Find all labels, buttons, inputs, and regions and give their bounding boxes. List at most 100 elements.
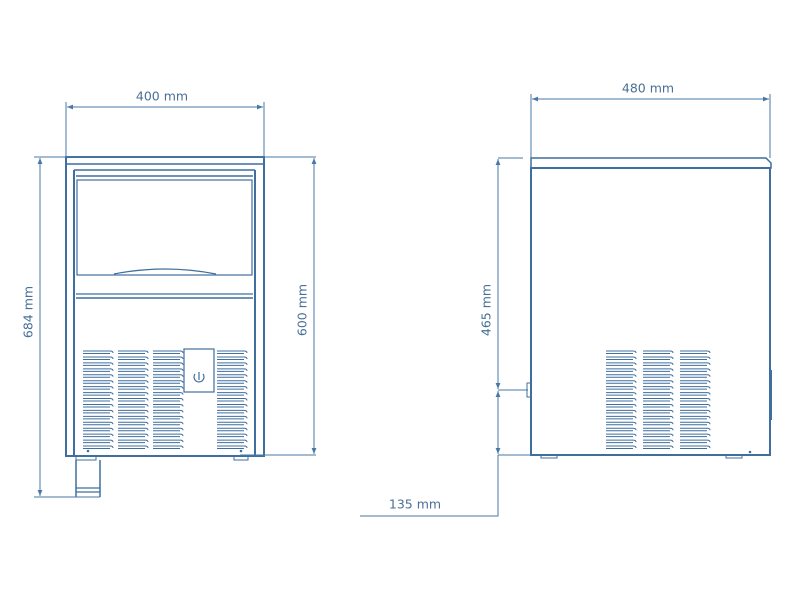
louver-slat [217, 445, 248, 449]
louver-slat [217, 415, 248, 420]
louver-slat [217, 386, 248, 390]
louver-slat [153, 374, 184, 378]
louver-slat [606, 362, 637, 366]
louver-slat [680, 362, 711, 366]
louver-slat [118, 368, 149, 372]
louver-slat [680, 409, 711, 414]
louver-slat [606, 403, 637, 408]
louver-slat [217, 409, 248, 414]
louver-slat [643, 380, 674, 384]
louver-slat [643, 386, 674, 390]
front-total-height-label: 684 mm [20, 285, 36, 339]
louver-slat [83, 427, 114, 432]
louver-slat [606, 427, 637, 432]
louver-slat [680, 350, 711, 354]
louver-slat [83, 403, 114, 408]
louver-slat [153, 392, 184, 396]
louver-slat [153, 398, 184, 402]
louver-column [118, 350, 149, 449]
louver-slat [153, 439, 184, 444]
louver-slat [153, 415, 184, 420]
louver-slat [217, 398, 248, 402]
louver-slat [83, 374, 114, 378]
louver-slat [643, 415, 674, 420]
louver-slat [153, 380, 184, 384]
louver-slat [118, 409, 149, 414]
louver-slat [83, 409, 114, 414]
louver-slat [118, 415, 149, 420]
louver-slat [153, 386, 184, 390]
louver-slat [606, 421, 637, 426]
louver-slat [643, 427, 674, 432]
louver-slat [217, 439, 248, 444]
louver-slat [680, 392, 711, 396]
louver-slat [643, 409, 674, 414]
louver-slat [217, 392, 248, 396]
louver-slat [217, 356, 248, 360]
louver-slat [153, 356, 184, 360]
power-icon [193, 372, 205, 383]
louver-slat [643, 368, 674, 372]
louver-slat [153, 350, 184, 354]
louver-slat [643, 392, 674, 396]
louver-slat [118, 350, 149, 354]
louver-slat [153, 368, 184, 372]
side-depth-label: 480 mm [621, 80, 675, 96]
louver-slat [643, 421, 674, 426]
louver-slat [118, 427, 149, 432]
door-window [76, 179, 253, 276]
louver-slat [83, 445, 114, 449]
power-button-panel [183, 348, 215, 393]
louver-slat [118, 398, 149, 402]
louver-slat [606, 445, 637, 449]
door-handle [113, 268, 217, 275]
louver-slat [680, 356, 711, 360]
louver-slat [606, 392, 637, 396]
louver-slat [606, 356, 637, 360]
louver-slat [217, 421, 248, 426]
louver-slat [680, 427, 711, 432]
louver-slat [83, 386, 114, 390]
louver-slat [118, 439, 149, 444]
louver-slat [217, 368, 248, 372]
louver-column [680, 350, 711, 449]
louver-slat [643, 433, 674, 438]
louver-slat [680, 421, 711, 426]
louver-slat [217, 433, 248, 438]
side-drain-height-label: 465 mm [478, 283, 494, 337]
louver-slat [83, 439, 114, 444]
louver-slat [118, 362, 149, 366]
louver-slat [643, 350, 674, 354]
louver-slat [153, 445, 184, 449]
front-louver-grille [83, 350, 248, 449]
louver-slat [217, 427, 248, 432]
louver-slat [83, 368, 114, 372]
louver-slat [217, 362, 248, 366]
louver-slat [606, 374, 637, 378]
louver-slat [217, 350, 248, 354]
louver-slat [83, 421, 114, 426]
louver-slat [83, 433, 114, 438]
louver-slat [680, 398, 711, 402]
louver-slat [680, 403, 711, 408]
louver-slat [643, 374, 674, 378]
louver-slat [606, 409, 637, 414]
side-view [360, 94, 772, 517]
louver-slat [606, 350, 637, 354]
louver-slat [217, 380, 248, 384]
side-drain-offset-label: 135 mm [388, 496, 442, 512]
louver-slat [680, 374, 711, 378]
louver-slat [153, 427, 184, 432]
louver-slat [118, 356, 149, 360]
front-view [34, 102, 317, 498]
louver-slat [118, 433, 149, 438]
louver-slat [118, 392, 149, 396]
louver-slat [606, 380, 637, 384]
louver-slat [118, 386, 149, 390]
louver-slat [118, 445, 149, 449]
louver-slat [606, 415, 637, 420]
louver-slat [153, 362, 184, 366]
louver-slat [643, 362, 674, 366]
louver-column [217, 350, 248, 449]
